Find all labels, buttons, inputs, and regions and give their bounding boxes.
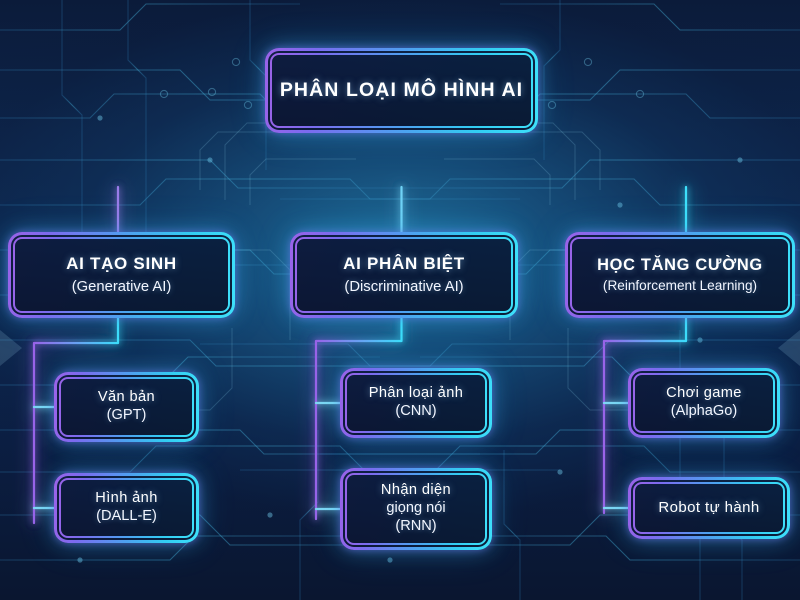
node-discriminative-ai-sublabel: (Discriminative AI) bbox=[344, 278, 464, 295]
node-discriminative-ai[interactable]: AI PHÂN BIỆT (Discriminative AI) bbox=[290, 232, 518, 318]
node-body: Văn bản (GPT) bbox=[59, 377, 194, 437]
node-discriminative-ai-label: AI PHÂN BIỆT bbox=[343, 254, 465, 274]
node-body: AI PHÂN BIỆT (Discriminative AI) bbox=[295, 237, 513, 313]
node-text-gpt[interactable]: Văn bản (GPT) bbox=[54, 372, 199, 442]
node-ring: PHÂN LOẠI MÔ HÌNH AI bbox=[268, 51, 535, 130]
node-body: HỌC TĂNG CƯỜNG (Reinforcement Learning) bbox=[570, 237, 790, 313]
node-speech-recognition-rnn[interactable]: Nhận diện giọng nói (RNN) bbox=[340, 468, 492, 550]
node-body: Hình ảnh (DALL-E) bbox=[59, 478, 194, 538]
node-autonomous-robot-label: Robot tự hành bbox=[658, 498, 760, 516]
node-generative-ai-label: AI TẠO SINH bbox=[66, 254, 177, 274]
node-ring: AI TẠO SINH (Generative AI) bbox=[11, 235, 232, 315]
node-body: Nhận diện giọng nói (RNN) bbox=[345, 473, 487, 545]
node-root-label: PHÂN LOẠI MÔ HÌNH AI bbox=[279, 78, 524, 101]
node-ring: Văn bản (GPT) bbox=[57, 375, 196, 439]
node-speech-recognition-rnn-label-2: giọng nói bbox=[386, 500, 446, 517]
node-autonomous-robot[interactable]: Robot tự hành bbox=[628, 477, 790, 539]
node-ring: Chơi game (AlphaGo) bbox=[631, 371, 777, 435]
node-speech-recognition-rnn-label: Nhận diện bbox=[380, 482, 452, 499]
node-image-classification-cnn-label: Phân loại ảnh bbox=[368, 385, 464, 402]
node-generative-ai[interactable]: AI TẠO SINH (Generative AI) bbox=[8, 232, 235, 318]
node-body: AI TẠO SINH (Generative AI) bbox=[13, 237, 230, 313]
node-image-dalle-label: Hình ảnh bbox=[95, 490, 158, 507]
node-root[interactable]: PHÂN LOẠI MÔ HÌNH AI bbox=[265, 48, 538, 133]
node-game-playing-alphago-label: Chơi game bbox=[666, 385, 742, 402]
node-image-dalle[interactable]: Hình ảnh (DALL-E) bbox=[54, 473, 199, 543]
node-game-playing-alphago-sublabel: (AlphaGo) bbox=[670, 403, 738, 419]
node-body: Robot tự hành bbox=[633, 482, 785, 534]
node-generative-ai-sublabel: (Generative AI) bbox=[71, 278, 172, 295]
node-text-gpt-sublabel: (GPT) bbox=[106, 407, 147, 423]
node-ring: Nhận diện giọng nói (RNN) bbox=[343, 471, 489, 547]
node-reinforcement-learning-sublabel: (Reinforcement Learning) bbox=[602, 278, 758, 294]
node-body: Chơi game (AlphaGo) bbox=[633, 373, 775, 433]
node-body: Phân loại ảnh (CNN) bbox=[345, 373, 487, 433]
node-ring: HỌC TĂNG CƯỜNG (Reinforcement Learning) bbox=[568, 235, 792, 315]
node-text-gpt-label: Văn bản bbox=[97, 389, 156, 406]
node-reinforcement-learning[interactable]: HỌC TĂNG CƯỜNG (Reinforcement Learning) bbox=[565, 232, 795, 318]
node-body: PHÂN LOẠI MÔ HÌNH AI bbox=[270, 53, 533, 128]
node-image-classification-cnn[interactable]: Phân loại ảnh (CNN) bbox=[340, 368, 492, 438]
node-ring: AI PHÂN BIỆT (Discriminative AI) bbox=[293, 235, 515, 315]
node-ring: Phân loại ảnh (CNN) bbox=[343, 371, 489, 435]
node-reinforcement-learning-label: HỌC TĂNG CƯỜNG bbox=[597, 256, 763, 275]
node-image-classification-cnn-sublabel: (CNN) bbox=[395, 403, 437, 419]
node-speech-recognition-rnn-sublabel: (RNN) bbox=[395, 517, 437, 534]
node-game-playing-alphago[interactable]: Chơi game (AlphaGo) bbox=[628, 368, 780, 438]
node-ring: Robot tự hành bbox=[631, 480, 787, 536]
node-ring: Hình ảnh (DALL-E) bbox=[57, 476, 196, 540]
node-image-dalle-sublabel: (DALL-E) bbox=[96, 508, 157, 524]
